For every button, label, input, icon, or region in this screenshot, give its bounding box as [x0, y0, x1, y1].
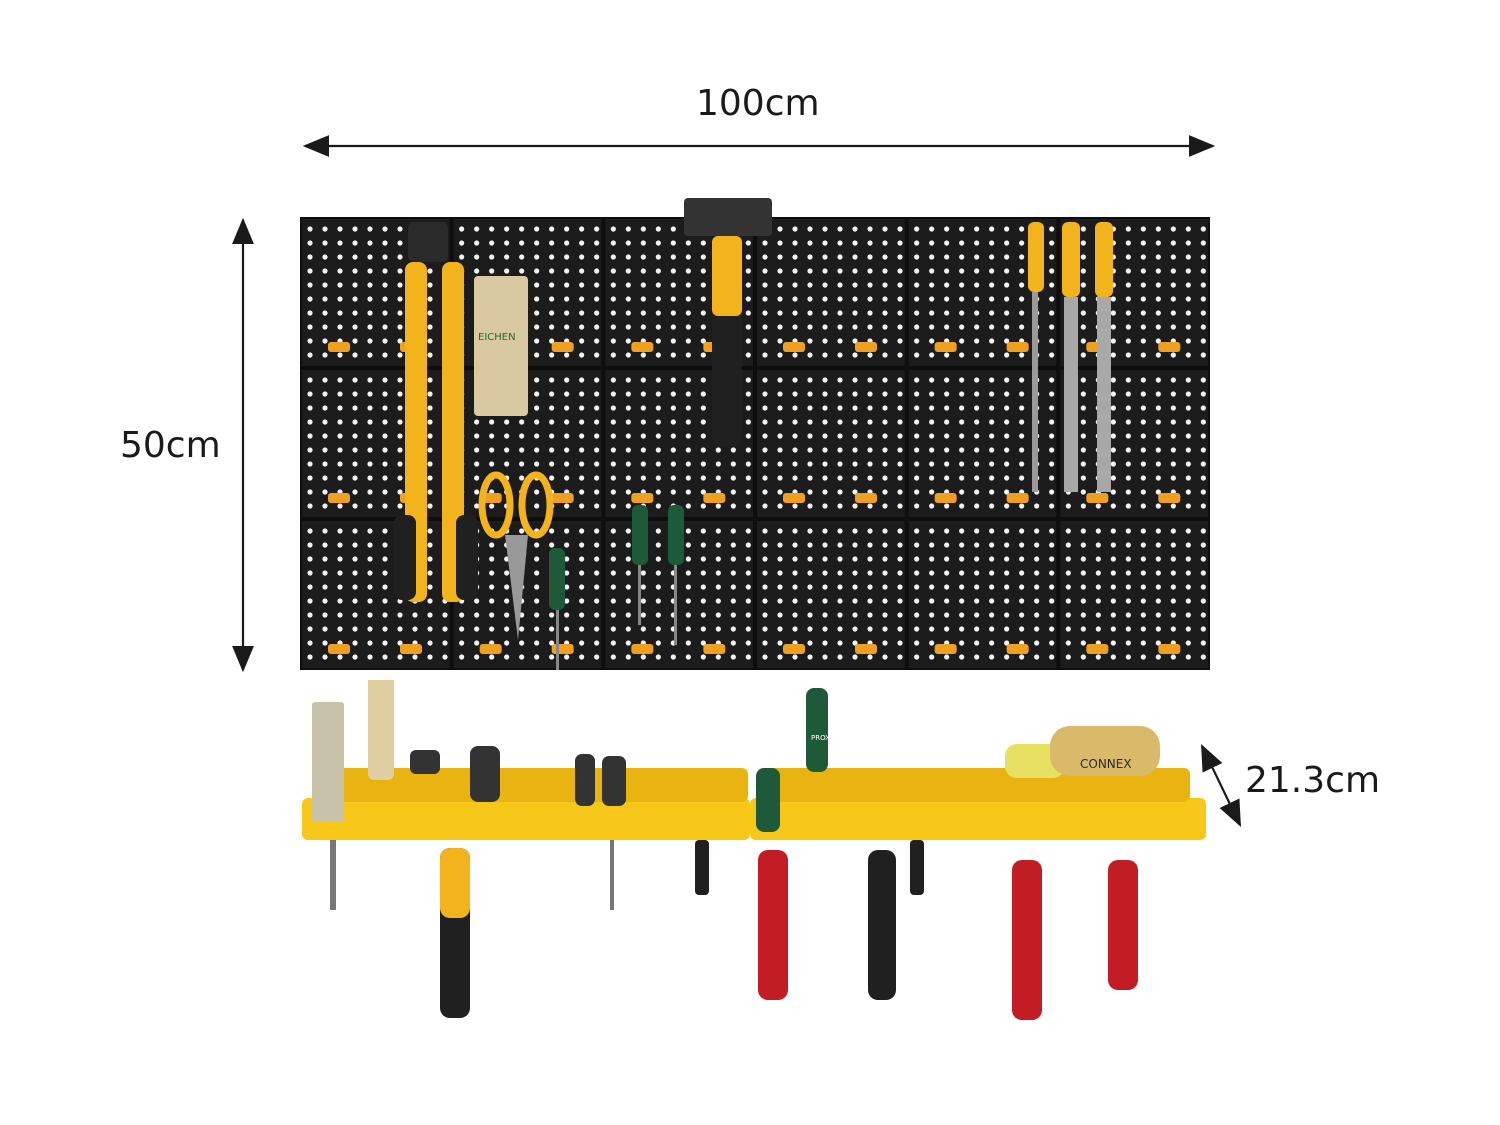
hanging-handles	[330, 840, 1138, 1020]
tray-tools: CONNEX PROXXEEX	[410, 688, 1160, 832]
wire-brushes-icon	[312, 680, 394, 822]
left-shelf	[302, 768, 750, 840]
board-brand-tag: EICHEN	[478, 332, 516, 343]
width-dimension-label: 100cm	[696, 83, 820, 124]
depth-arrow	[1201, 744, 1241, 827]
mallet-brand: CONNEX	[1080, 757, 1132, 771]
hammer-icon	[684, 198, 772, 446]
bolt-cutter-icon	[394, 222, 478, 602]
depth-dimension-label: 21.3cm	[1245, 760, 1381, 801]
files-icon	[1028, 222, 1113, 492]
scissors-icon	[478, 471, 554, 640]
wooden-tag: EICHEN	[474, 276, 528, 416]
right-shelf	[750, 768, 1206, 840]
tool-shelves: CONNEX PROXXEEX	[302, 680, 1206, 1020]
screwdrivers-icon	[549, 505, 684, 670]
height-dimension-label: 50cm	[120, 425, 221, 466]
screwdriver-brand: PROXXEEX	[811, 734, 849, 742]
